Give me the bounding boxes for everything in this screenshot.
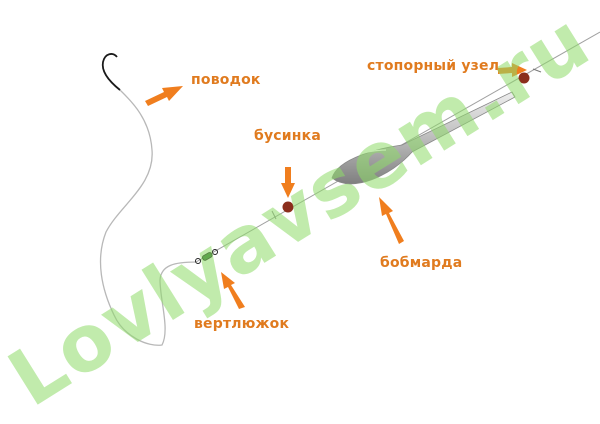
label-stopper-knot: стопорный узел [367,58,500,74]
leader-line [99,89,197,346]
label-bead: бусинка [254,128,322,144]
line-mark [271,210,277,220]
arrow-knot-icon [498,63,527,77]
rig-diagram [99,31,600,346]
stopper-knot-icon [518,72,530,84]
bead-icon [282,201,294,213]
arrow-swivel-icon [221,272,245,309]
label-bombarda: бобмарда [380,255,463,271]
label-leader: поводок [191,72,261,88]
swivel-icon [195,249,218,264]
bombarda-icon [331,91,516,185]
arrow-bombarda-icon [379,197,404,244]
hook-icon [101,53,121,91]
stopper-knot-mark [532,68,542,73]
arrow-leader-icon [145,86,183,106]
arrow-bead-icon [281,167,295,198]
label-swivel: вертлюжок [194,316,290,332]
